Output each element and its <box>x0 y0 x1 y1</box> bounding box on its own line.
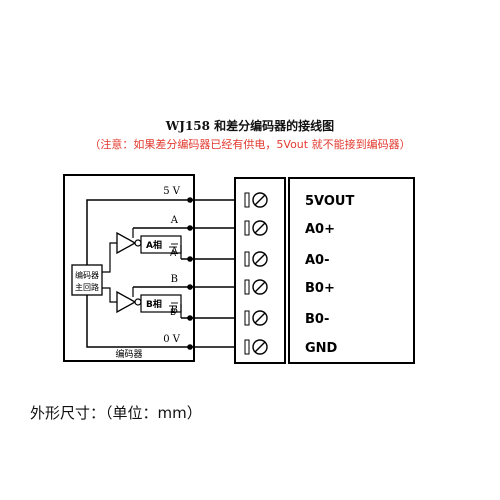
junction-b-bar <box>187 315 193 321</box>
junction-0v <box>187 344 193 350</box>
buffer-b-triangle <box>116 290 137 314</box>
encoder-box <box>63 174 195 362</box>
phase-a-label: A相 <box>146 239 162 251</box>
phase-b-box <box>140 294 182 313</box>
device-panel <box>288 177 415 364</box>
buffer-a-triangle <box>116 231 137 255</box>
terminal-screws <box>244 192 268 355</box>
terminal-screw <box>244 310 268 326</box>
buffer-a-bubble <box>134 239 142 247</box>
wire-label-b: B <box>171 274 178 285</box>
warning-note: （注意：如果差分编码器已经有供电，5Vout 就不能接到编码器） <box>89 138 411 151</box>
phase-a-box <box>140 235 182 254</box>
wire-label-a-bar: A <box>170 246 179 257</box>
terminal-label-b0-plus: B0+ <box>305 281 335 296</box>
terminal-screw <box>244 279 268 295</box>
wire-label-5v: 5 V <box>163 186 181 197</box>
dimensions-caption: 外形尺寸：（单位：mm） <box>30 404 202 422</box>
terminal-screw <box>244 192 268 208</box>
phase-b-label: B相 <box>146 298 162 310</box>
encoder-label: 编码器 <box>115 348 142 360</box>
terminal-screw <box>244 220 268 236</box>
terminal-screw <box>244 251 268 267</box>
terminal-label-b0-minus: B0- <box>305 312 329 327</box>
junction-5v <box>187 197 193 203</box>
terminal-label-gnd: GND <box>305 341 338 356</box>
terminal-label-a0-minus: A0- <box>305 253 330 268</box>
phase-b-bar: B <box>170 308 176 318</box>
terminal-block <box>234 177 286 364</box>
wire-5v <box>86 199 245 265</box>
wire-label-b-bar: B <box>171 305 178 316</box>
phase-a-bar: A <box>170 249 177 259</box>
wire-label-0v: 0 V <box>163 334 181 345</box>
junction-a <box>187 225 193 231</box>
buffer-b-bubble <box>134 298 142 306</box>
encoder-circuit-label-2: 主回路 <box>75 282 99 292</box>
junction-a-bar <box>187 256 193 262</box>
terminal-screw <box>244 339 268 355</box>
encoder-circuit-label-1: 编码器 <box>75 270 99 280</box>
wire-feed-a <box>102 242 117 273</box>
terminal-label-a0-plus: A0+ <box>305 222 335 237</box>
wire-label-a: A <box>170 215 179 226</box>
junction-b <box>187 284 193 290</box>
diagram-title: WJ158 和差分编码器的接线图 <box>165 119 335 133</box>
terminal-label-5vout: 5VOUT <box>305 194 354 209</box>
wire-feed-b <box>102 287 117 303</box>
